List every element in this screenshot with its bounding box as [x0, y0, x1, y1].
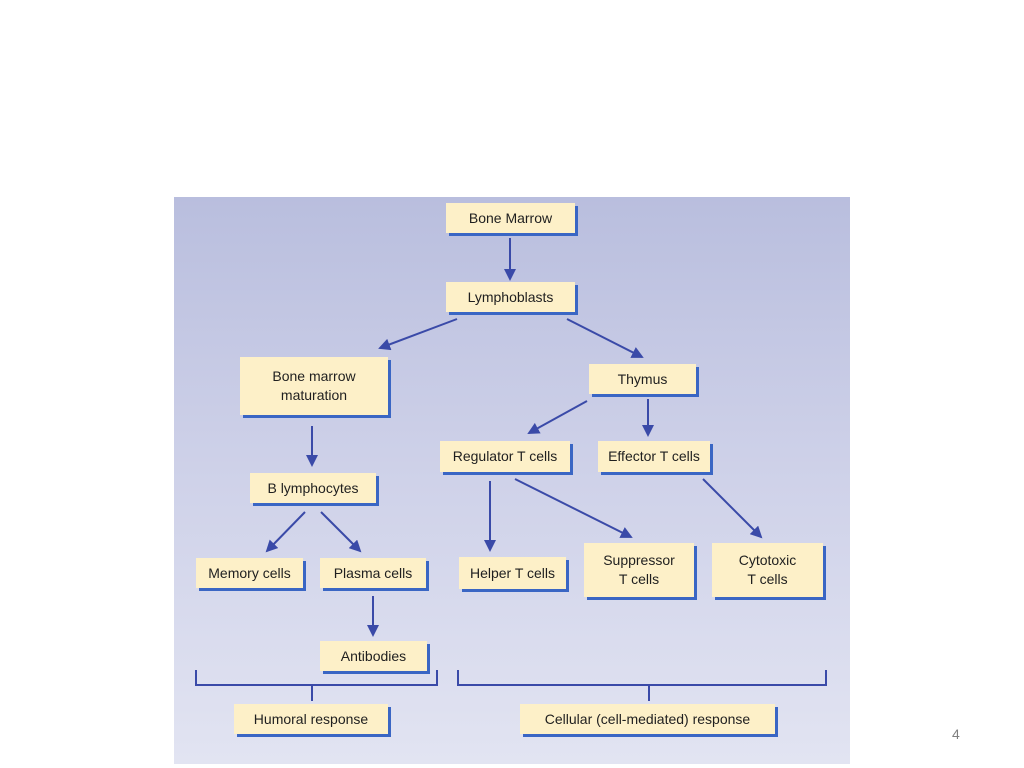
cellular-bracket — [457, 670, 827, 701]
humoral-response-node: Humoral response — [234, 704, 388, 734]
bone-marrow-label: Bone Marrow — [468, 209, 553, 226]
bone-marrow-maturation-label: Bone marrow maturation — [272, 368, 356, 403]
slide-number: 4 — [952, 726, 960, 742]
lymphoblasts-node: Lymphoblasts — [446, 282, 575, 312]
cellular-response-node: Cellular (cell-mediated) response — [520, 704, 775, 734]
lymphoblasts-label: Lymphoblasts — [467, 288, 554, 305]
cytotoxic-t-cells-label: Cytotoxic T cells — [738, 552, 797, 587]
regulator-t-cells-node: Regulator T cells — [440, 441, 570, 472]
memory-cells-node: Memory cells — [196, 558, 303, 588]
humoral-response-label: Humoral response — [253, 710, 369, 727]
immune-cell-lineage-diagram: Bone Marrow Lymphoblasts Bone marrow mat… — [174, 197, 850, 764]
arrow-lymphoblasts-to-bone-marrow-maturation — [378, 318, 458, 351]
b-lymphocytes-node: B lymphocytes — [250, 473, 376, 503]
arrow-lymphoblasts-to-thymus — [566, 318, 644, 358]
cytotoxic-t-cells-node: Cytotoxic T cells — [712, 543, 823, 597]
thymus-label: Thymus — [617, 370, 668, 387]
diagram-connectors — [195, 238, 827, 701]
helper-t-cells-label: Helper T cells — [469, 564, 556, 581]
regulator-t-cells-label: Regulator T cells — [452, 448, 558, 464]
thymus-node: Thymus — [589, 364, 696, 394]
suppressor-t-cells-node: Suppressor T cells — [584, 543, 694, 597]
bone-marrow-maturation-node: Bone marrow maturation — [240, 357, 388, 415]
arrow-regulator-t-cells-to-suppressor-t-cells — [514, 478, 633, 538]
b-lymphocytes-label: B lymphocytes — [267, 479, 359, 496]
antibodies-label: Antibodies — [340, 647, 407, 664]
plasma-cells-node: Plasma cells — [320, 558, 426, 588]
bone-marrow-node: Bone Marrow — [446, 203, 575, 233]
arrow-effector-t-cells-to-cytotoxic-t-cells — [702, 478, 763, 539]
antibodies-node: Antibodies — [320, 641, 427, 671]
effector-t-cells-node: Effector T cells — [598, 441, 710, 472]
suppressor-t-cells-label: Suppressor T cells — [603, 552, 675, 587]
memory-cells-label: Memory cells — [208, 564, 291, 581]
effector-t-cells-label: Effector T cells — [608, 448, 700, 464]
arrow-b-lymphocytes-to-memory-cells — [265, 511, 306, 553]
humoral-bracket — [195, 670, 438, 701]
helper-t-cells-node: Helper T cells — [459, 557, 566, 589]
cellular-response-label: Cellular (cell-mediated) response — [544, 710, 751, 727]
plasma-cells-label: Plasma cells — [333, 564, 413, 581]
arrow-b-lymphocytes-to-plasma-cells — [320, 511, 362, 553]
arrow-thymus-to-regulator-t-cells — [527, 400, 588, 434]
